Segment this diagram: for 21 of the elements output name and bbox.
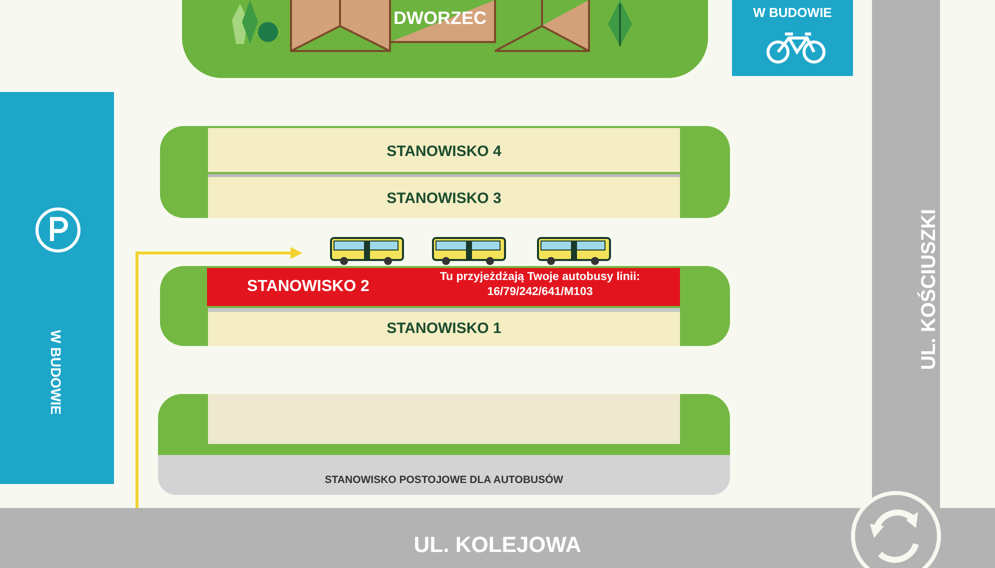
bus-platform bbox=[208, 394, 680, 444]
platform-label: STANOWISKO 2 bbox=[247, 278, 370, 296]
building-label: DWORZEC bbox=[392, 8, 488, 29]
area-label: STANOWISKO POSTOJOWE DLA AUTOBUSÓW bbox=[324, 474, 564, 486]
bike-parking-area bbox=[732, 0, 853, 76]
station-building bbox=[290, 0, 590, 52]
street-name: UL. KOLEJOWA bbox=[412, 532, 582, 558]
platform-label: STANOWISKO 3 bbox=[386, 190, 502, 207]
area-label: W BUDOWIE bbox=[48, 330, 64, 415]
bus-platform bbox=[208, 308, 680, 346]
street-name: UL. KOŚCIUSZKI bbox=[918, 208, 941, 370]
bus-lines-note: Tu przyjeżdżają Twoje autobusy linii: 16/79/242/641/M103 bbox=[438, 270, 642, 300]
bus-platform bbox=[208, 128, 680, 172]
platform-label: STANOWISKO 4 bbox=[386, 143, 502, 160]
arrow bbox=[136, 247, 302, 508]
parking-area bbox=[0, 92, 114, 484]
bus-platform bbox=[208, 174, 680, 218]
bus-layover-area bbox=[158, 455, 730, 495]
platform-label: STANOWISKO 1 bbox=[386, 320, 502, 337]
area-label: W BUDOWIE bbox=[752, 5, 833, 20]
bus-platform bbox=[207, 268, 680, 306]
